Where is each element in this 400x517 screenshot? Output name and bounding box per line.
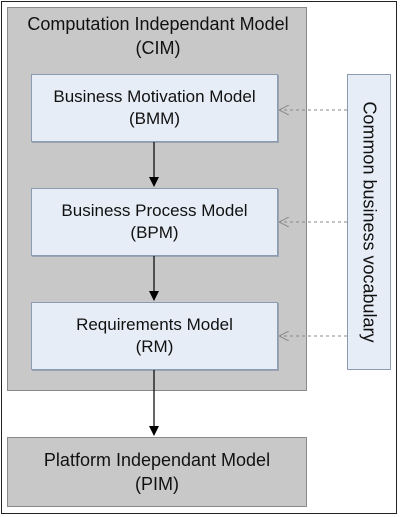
bpm-line1: Business Process Model: [61, 201, 248, 220]
cim-title: Computation Independant Model (CIM): [8, 12, 308, 60]
bmm-box: Business Motivation Model (BMM): [31, 74, 278, 142]
bmm-line1: Business Motivation Model: [53, 87, 256, 106]
pim-line2: (PIM): [135, 474, 179, 494]
bmm-line2: (BMM): [129, 109, 180, 128]
pim-line1: Platform Independant Model: [43, 450, 271, 470]
bpm-line2: (BPM): [130, 223, 179, 242]
rm-box: Requirements Model (RM): [31, 302, 278, 370]
rm-line2: (RM): [135, 337, 174, 356]
cim-title-line1: Computation Independant Model: [27, 14, 289, 34]
cim-title-line2: (CIM): [135, 38, 181, 58]
vocabulary-box: Common business vocabulary: [347, 74, 391, 370]
rm-line1: Requirements Model: [76, 315, 233, 334]
pim-box: Platform Independant Model (PIM): [7, 437, 307, 507]
bpm-box: Business Process Model (BPM): [31, 188, 278, 256]
